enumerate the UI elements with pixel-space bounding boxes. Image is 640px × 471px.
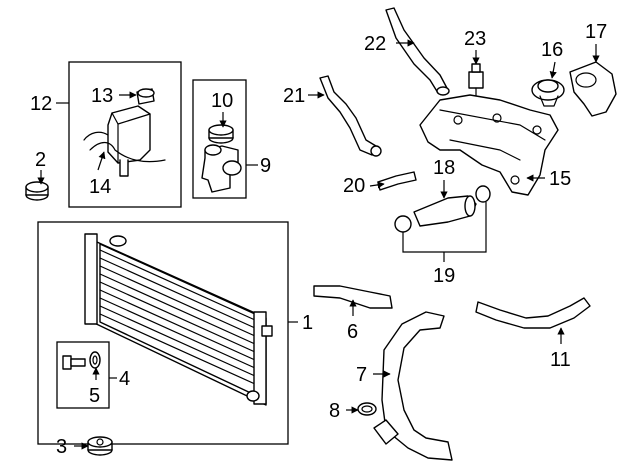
hose-clamp-8 bbox=[357, 402, 377, 416]
callout-18: 18 bbox=[433, 157, 455, 179]
temp-sensor bbox=[468, 63, 484, 97]
leaders bbox=[37, 39, 600, 450]
radiator-cap bbox=[208, 124, 234, 144]
callout-14: 14 bbox=[89, 176, 111, 198]
bolt-group-box bbox=[56, 341, 110, 409]
callout-7: 7 bbox=[356, 364, 367, 386]
o-ring-left bbox=[394, 215, 412, 233]
heater-hose-11 bbox=[475, 297, 591, 329]
bypass-hose-22 bbox=[385, 7, 449, 94]
callout-21: 21 bbox=[283, 85, 305, 107]
callout-23: 23 bbox=[464, 28, 486, 50]
washer bbox=[89, 351, 101, 369]
drain-bolt bbox=[62, 355, 86, 370]
callout-3: 3 bbox=[56, 436, 67, 458]
mount-cushion-upper bbox=[25, 181, 49, 201]
lower-radiator-hose-7 bbox=[381, 311, 453, 461]
radiator bbox=[84, 233, 273, 406]
water-outlet-housing bbox=[419, 94, 559, 196]
callout-8: 8 bbox=[329, 400, 340, 422]
callout-12: 12 bbox=[30, 93, 52, 115]
callout-1: 1 bbox=[302, 312, 313, 334]
o-ring-right bbox=[475, 185, 491, 203]
heater-hose-21 bbox=[319, 75, 377, 156]
reservoir-cap bbox=[136, 88, 155, 105]
upper-radiator-hose-6 bbox=[313, 285, 393, 309]
callout-6: 6 bbox=[347, 321, 358, 343]
callout-22: 22 bbox=[364, 33, 386, 55]
callout-13: 13 bbox=[91, 85, 113, 107]
reservoir-group-box bbox=[68, 61, 182, 208]
callout-2: 2 bbox=[35, 149, 46, 171]
inlet-pipe-18 bbox=[413, 195, 477, 227]
thermostat-housing bbox=[569, 61, 617, 117]
hose-20 bbox=[377, 171, 417, 191]
filler-neck bbox=[201, 144, 242, 193]
filler-neck-group-box bbox=[192, 79, 247, 199]
callout-11: 11 bbox=[550, 349, 571, 371]
thermostat bbox=[531, 79, 565, 107]
callout-10: 10 bbox=[211, 90, 233, 112]
callout-20: 20 bbox=[343, 175, 365, 197]
mount-cushion-lower bbox=[87, 436, 113, 456]
callout-17: 17 bbox=[585, 21, 607, 43]
callout-15: 15 bbox=[549, 168, 571, 190]
callout-19: 19 bbox=[433, 265, 455, 287]
callout-9: 9 bbox=[260, 155, 271, 177]
callout-4: 4 bbox=[119, 368, 130, 390]
coolant-reservoir bbox=[83, 105, 166, 177]
callout-5: 5 bbox=[89, 385, 100, 407]
callout-16: 16 bbox=[541, 39, 563, 61]
radiator-group-box bbox=[37, 221, 289, 445]
